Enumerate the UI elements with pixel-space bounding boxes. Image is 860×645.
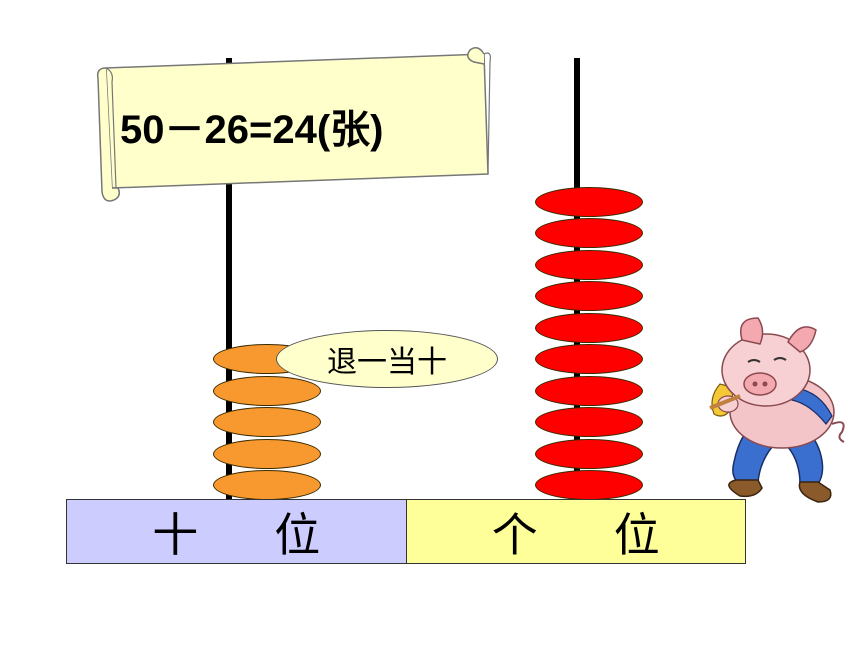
ones-bead xyxy=(535,281,643,311)
ones-bead xyxy=(535,470,643,500)
ones-bead xyxy=(535,312,643,343)
ones-bead xyxy=(535,218,643,248)
ones-bead xyxy=(535,344,643,374)
ones-bead xyxy=(535,407,643,437)
ones-label-char-1: 个 xyxy=(491,507,538,562)
ones-bead xyxy=(535,438,643,469)
speech-bubble: 退一当十 xyxy=(276,330,498,388)
tens-bead xyxy=(213,438,321,469)
tens-bead xyxy=(213,470,321,500)
ones-bead xyxy=(535,375,643,406)
tens-bead xyxy=(213,375,321,406)
place-value-table: 十 位 个 位 xyxy=(66,499,746,564)
equation-text: 50－26=24(张) xyxy=(120,108,384,152)
ones-bead xyxy=(535,186,643,217)
ones-bead xyxy=(535,249,643,280)
pig-cartoon-icon xyxy=(709,317,845,503)
ones-label-char-2: 位 xyxy=(613,507,660,562)
tens-label-char-1: 十 xyxy=(152,507,199,562)
ones-place-cell: 个 位 xyxy=(406,500,745,563)
tens-label-char-2: 位 xyxy=(274,507,321,562)
scroll-banner xyxy=(96,47,491,202)
tens-place-cell: 十 位 xyxy=(67,500,407,563)
tens-bead xyxy=(213,407,321,437)
tens-rod xyxy=(226,58,232,503)
bubble-text: 退一当十 xyxy=(327,345,447,380)
